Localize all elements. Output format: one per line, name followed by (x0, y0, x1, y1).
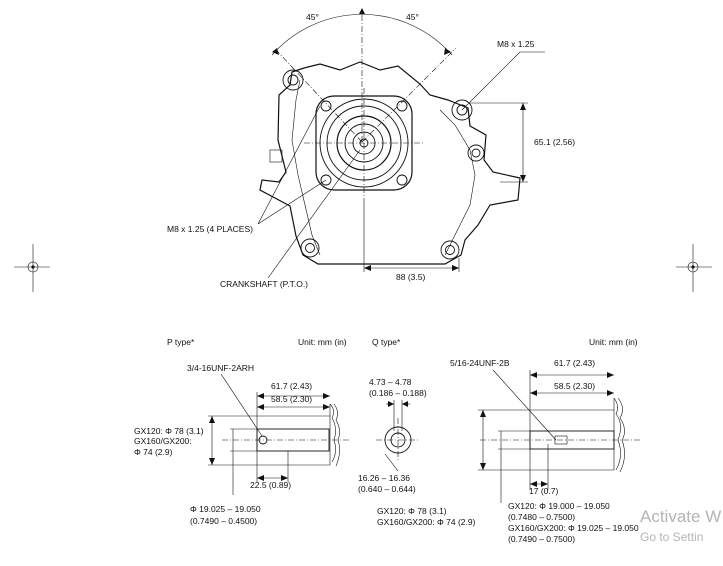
r-type-thread: 5/16-24UNF-2B (450, 358, 510, 368)
r-type-dia-line2: (0.7480 – 0.7500) (508, 512, 575, 522)
p-type-shaft-dia2: (0.7490 – 0.4500) (190, 516, 257, 526)
angle-arc (271, 14, 453, 56)
height-dimension-label: 65.1 (2.56) (534, 137, 575, 147)
r-type-dim-17: 17 (0.7) (529, 486, 558, 496)
p-type-dim-617: 61.7 (2.43) (271, 381, 312, 391)
engine-face-view (257, 8, 545, 279)
p-type-thread: 3/4-16UNF-2ARH (187, 363, 254, 373)
thread-m8-label: M8 x 1.25 (497, 39, 535, 49)
p-type-dia-line1: GX120: Φ 78 (3.1) (134, 426, 204, 436)
q-type-dia2: GX160/GX200: Φ 74 (2.9) (377, 517, 476, 527)
r-type-dia-line1: GX120: Φ 19.000 – 19.050 (508, 501, 610, 511)
q-type-end-view (376, 400, 420, 472)
p-type-title: P type* (167, 337, 195, 347)
p-type-dia-line2: GX160/GX200: (134, 436, 192, 446)
q-type-key-width2: (0.186 – 0.188) (369, 388, 427, 398)
p-type-dim-585: 58.5 (2.30) (271, 394, 312, 404)
go-to-settings-watermark: Go to Settin (640, 530, 703, 544)
angle-left-label: 45° (306, 12, 319, 22)
angle-right-label: 45° (406, 12, 419, 22)
q-type-dia1: GX120: Φ 78 (3.1) (377, 506, 447, 516)
q-type-title: Q type* (372, 337, 401, 347)
q-type-key-depth2: (0.640 – 0.644) (358, 484, 416, 494)
p-type-shaft (208, 373, 350, 495)
p-type-dim-225: 22.5 (0.89) (250, 480, 291, 490)
width-dimension-label: 88 (3.5) (396, 272, 425, 282)
r-type-shaft (478, 369, 640, 503)
r-type-dia-line4: (0.7490 – 0.7500) (508, 534, 575, 544)
p-type-shaft-dia1: Φ 19.025 – 19.050 (190, 504, 261, 514)
p-type-dia-line3: Φ 74 (2.9) (134, 447, 173, 457)
q-type-key-width1: 4.73 – 4.78 (369, 377, 412, 387)
q-type-key-depth1: 16.26 – 16.36 (358, 473, 410, 483)
r-type-dia-line3: GX160/GX200: Φ 19.025 – 19.050 (508, 523, 639, 533)
p-type-unit: Unit: mm (in) (298, 337, 347, 347)
r-type-dim-585: 58.5 (2.30) (554, 381, 595, 391)
mounting-holes-label: M8 x 1.25 (4 PLACES) (167, 224, 253, 234)
activate-windows-watermark: Activate W (640, 507, 721, 526)
r-type-dim-617: 61.7 (2.43) (554, 358, 595, 368)
r-type-unit: Unit: mm (in) (589, 337, 638, 347)
crankcase-outline (259, 61, 521, 265)
registration-mark-left (14, 244, 50, 292)
crankshaft-label: CRANKSHAFT (P.T.O.) (220, 279, 308, 289)
registration-mark-right (676, 244, 712, 292)
